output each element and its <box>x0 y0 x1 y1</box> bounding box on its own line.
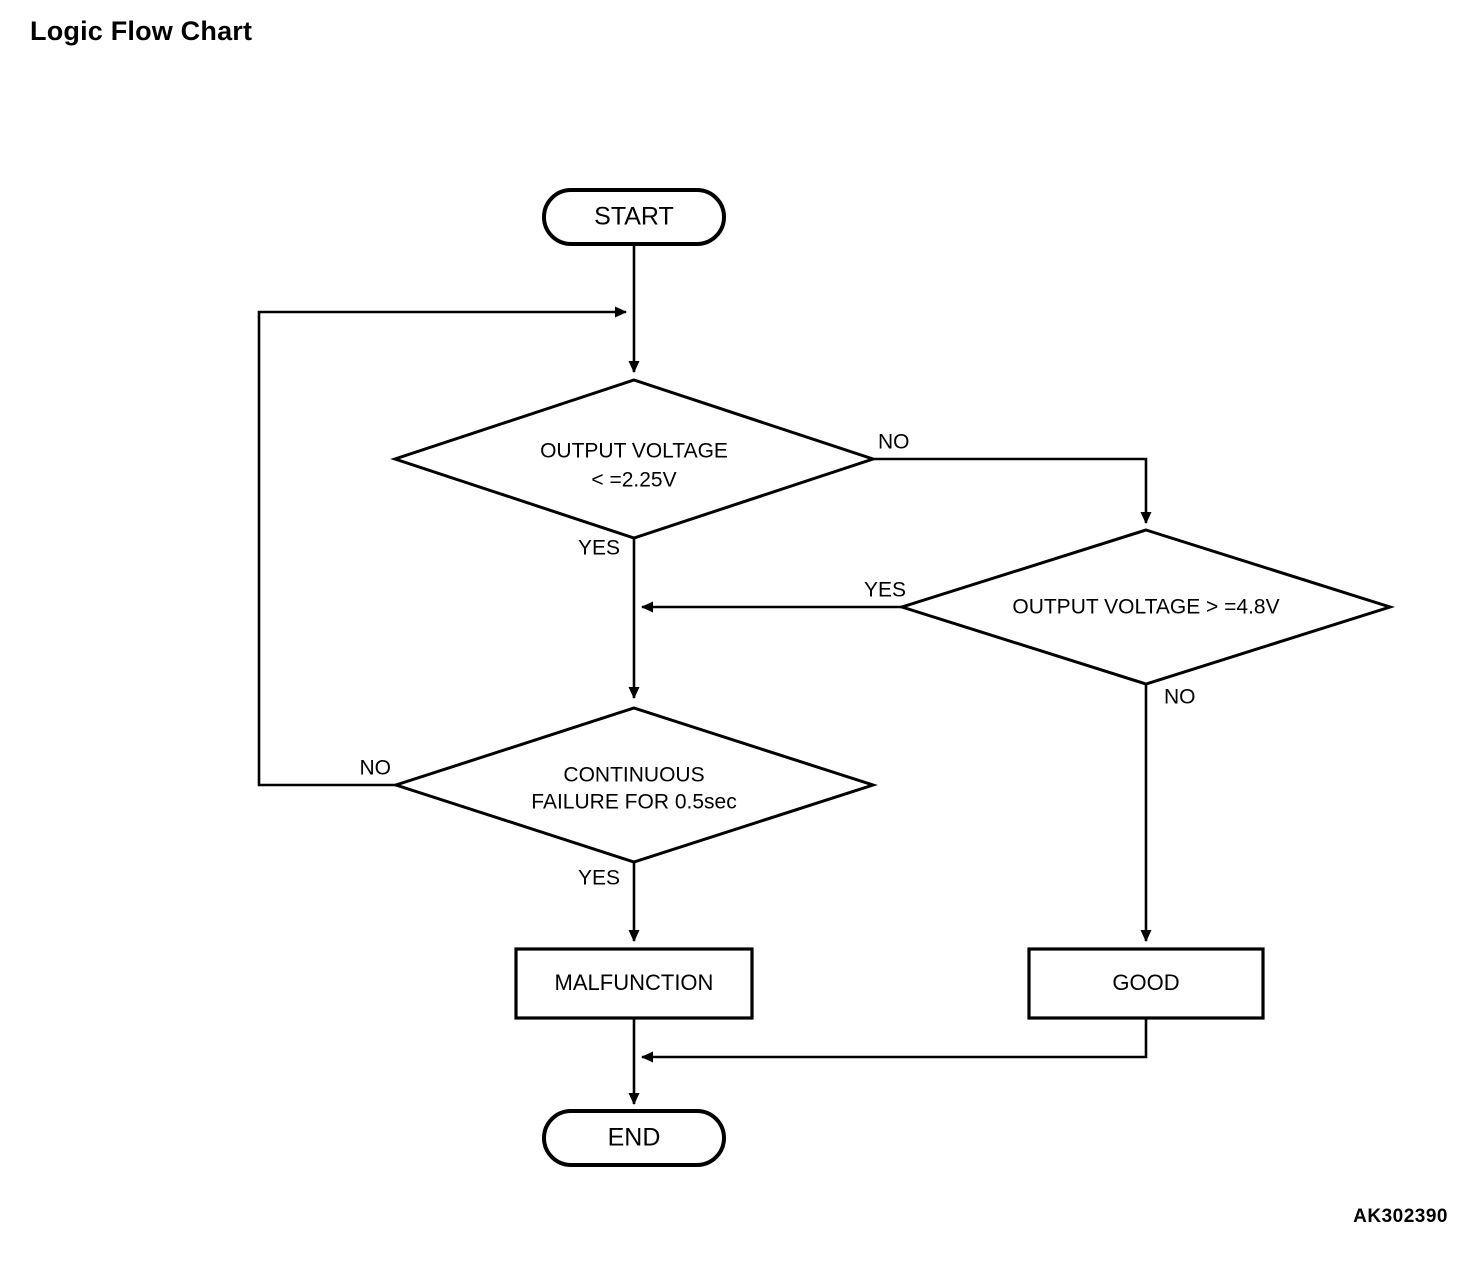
decision-cont-diamond-shape <box>391 706 878 864</box>
edge-label-decision-low-no: NO <box>878 431 910 454</box>
node-decision-continuous-failure[interactable]: CONTINUOUS FAILURE FOR 0.5sec <box>391 706 878 864</box>
malfunction-label: MALFUNCTION <box>555 970 714 995</box>
node-decision-output-voltage-high[interactable]: OUTPUT VOLTAGE > =4.8V <box>897 528 1395 686</box>
decision-low-diamond-shape <box>390 378 878 540</box>
edge-label-decision-high-yes: YES <box>864 579 906 602</box>
node-end[interactable]: END <box>542 1109 726 1167</box>
edge-label-decision-cont-yes: YES <box>578 867 620 890</box>
start-terminator-shape <box>542 188 726 246</box>
good-label: GOOD <box>1112 970 1179 995</box>
edge-decision-cont-no-feedback <box>257 306 627 787</box>
decision-cont-label-line2: FAILURE FOR 0.5sec <box>531 791 736 814</box>
end-label: END <box>608 1124 661 1152</box>
node-good[interactable]: GOOD <box>1027 947 1265 1020</box>
page-title: Logic Flow Chart <box>30 16 253 46</box>
node-decision-output-voltage-low[interactable]: OUTPUT VOLTAGE < =2.25V <box>390 378 878 540</box>
good-box-shape <box>1027 947 1265 1020</box>
malfunction-box-shape <box>514 947 754 1020</box>
decision-low-label-line2: < =2.25V <box>591 469 676 492</box>
edge-decision-low-no <box>873 457 1152 524</box>
figure-id-label: AK302390 <box>1353 1206 1448 1227</box>
start-label: START <box>594 203 674 231</box>
decision-high-label: OUTPUT VOLTAGE > =4.8V <box>1012 596 1279 619</box>
node-malfunction[interactable]: MALFUNCTION <box>514 947 754 1020</box>
edge-good-to-end <box>641 1017 1148 1063</box>
decision-high-diamond-shape <box>897 528 1395 686</box>
edge-label-decision-low-yes: YES <box>578 537 620 560</box>
node-start[interactable]: START <box>542 188 726 246</box>
edge-label-decision-cont-no: NO <box>360 757 392 780</box>
edge-label-decision-high-no: NO <box>1164 686 1196 709</box>
end-terminator-shape <box>542 1109 726 1167</box>
decision-low-label-line1: OUTPUT VOLTAGE <box>540 440 728 463</box>
decision-cont-label-line1: CONTINUOUS <box>563 764 704 787</box>
